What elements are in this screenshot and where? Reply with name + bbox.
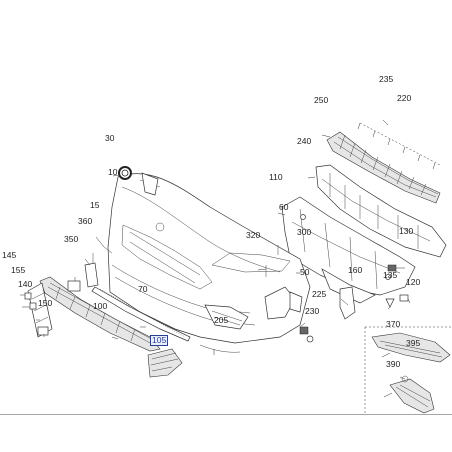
emblem-mount [155, 222, 165, 232]
callout-160: 160 [348, 265, 363, 275]
clip-150 [37, 326, 49, 336]
diagram-frame [0, 119, 452, 415]
bracket-50 [289, 291, 303, 313]
callout-320: 320 [246, 230, 261, 240]
callout-360: 360 [78, 216, 93, 226]
callout-250: 250 [314, 95, 329, 105]
grille-insert [147, 348, 183, 378]
callout-60: 60 [279, 202, 289, 212]
callout-350: 350 [64, 234, 79, 244]
callout-220: 220 [397, 93, 412, 103]
callout-230: 230 [305, 306, 320, 316]
nut-230 [306, 335, 314, 343]
bolt-15 [103, 246, 113, 254]
clip-145 [24, 292, 32, 300]
sensor-bracket [67, 253, 99, 292]
underbody-bracket [321, 268, 376, 304]
callout-105[interactable]: 105 [150, 335, 169, 346]
clip-225 [299, 326, 309, 335]
clip-155 [29, 302, 37, 310]
lower-grille [39, 276, 161, 352]
inset-box [364, 326, 452, 415]
callout-205: 205 [214, 315, 229, 325]
clip-135 [385, 298, 395, 308]
star-badge [118, 166, 132, 180]
bracket-160 [339, 286, 356, 320]
callout-100: 100 [93, 301, 108, 311]
callout-30: 30 [105, 133, 115, 143]
callout-300: 300 [297, 227, 312, 237]
license-plate-bracket [27, 282, 53, 338]
callout-70: 70 [138, 284, 148, 294]
callout-240: 240 [297, 136, 312, 146]
callout-120: 120 [406, 277, 421, 287]
trim-205 [199, 344, 241, 353]
grille-insert-mesh [150, 352, 179, 372]
middle-grille [315, 164, 447, 258]
callout-235: 235 [379, 74, 394, 84]
callout-225: 225 [312, 289, 327, 299]
callout-155: 155 [11, 265, 26, 275]
callout-390: 390 [386, 359, 401, 369]
callout-145: 145 [2, 250, 17, 260]
callout-15: 15 [90, 200, 100, 210]
callout-140: 140 [18, 279, 33, 289]
hood-bracket [141, 172, 159, 196]
callout-150: 150 [38, 298, 53, 308]
dashed-bracket [357, 119, 441, 170]
trim-strip [91, 286, 191, 342]
clip-120 [399, 294, 409, 302]
bumper-cover [107, 173, 311, 344]
callout-395: 395 [406, 338, 421, 348]
callout-135: 135 [383, 270, 398, 280]
leader-lines [20, 134, 411, 398]
callout-50: 50 [300, 267, 310, 277]
callout-110: 110 [269, 172, 283, 182]
upper-grille [326, 131, 441, 204]
callout-370: 370 [386, 319, 401, 329]
callout-10: 10 [108, 167, 118, 177]
callout-130: 130 [399, 226, 414, 236]
